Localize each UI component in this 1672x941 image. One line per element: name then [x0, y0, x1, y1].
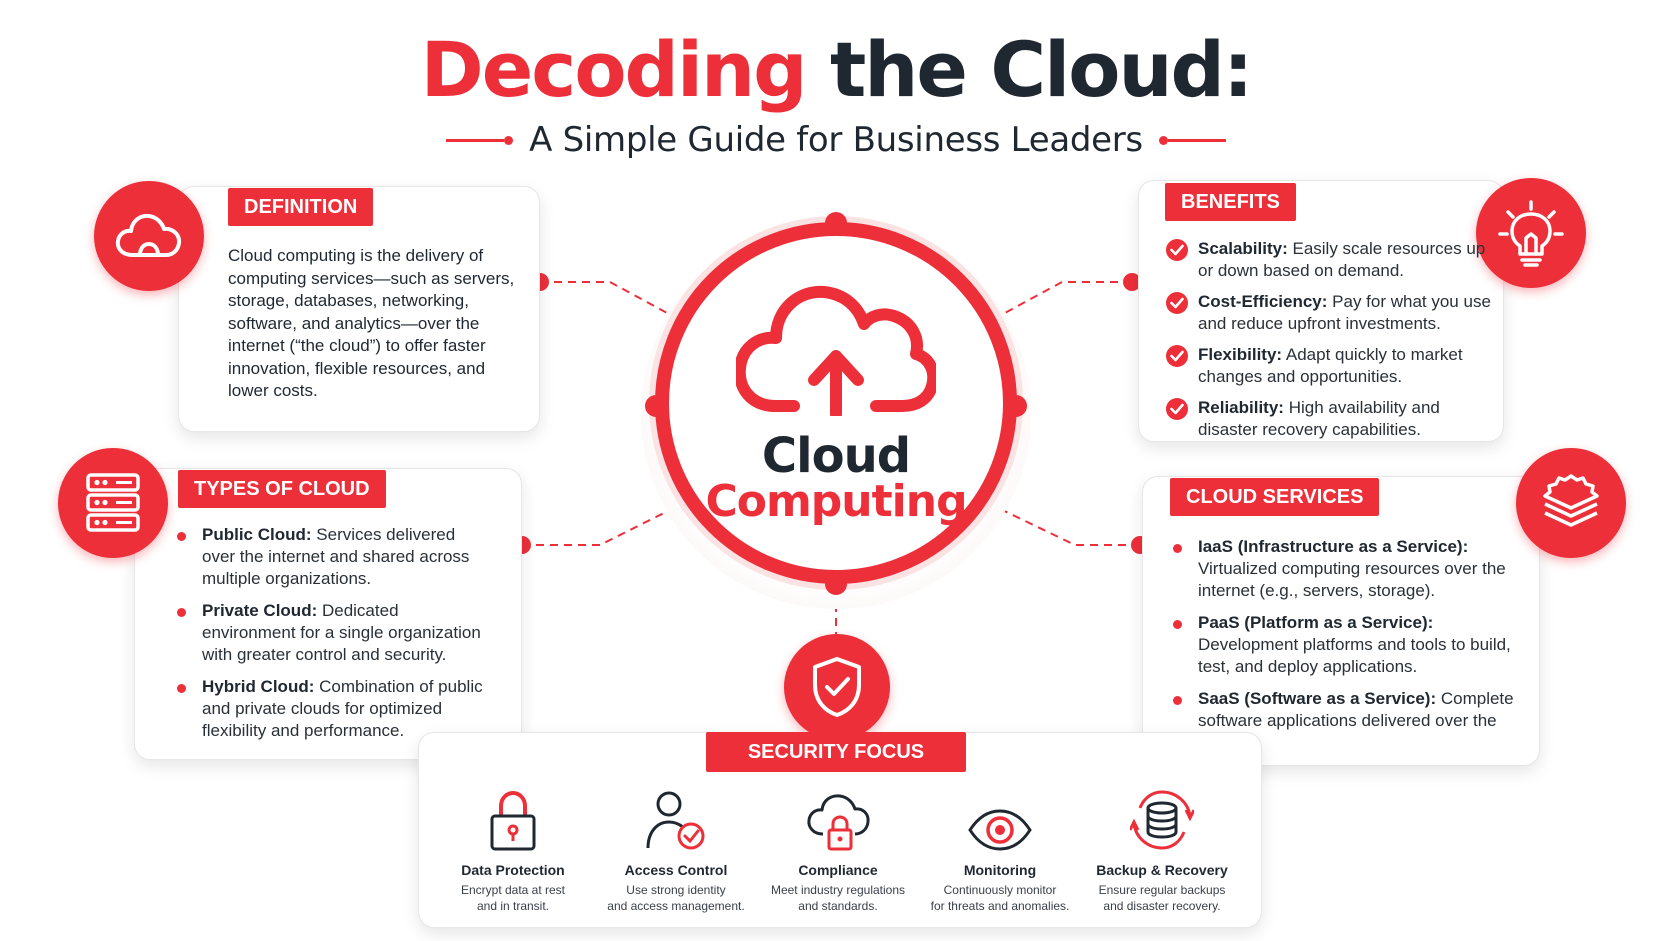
hub-title-line2: Computing	[705, 476, 967, 527]
benefit-term: Reliability:	[1198, 398, 1284, 417]
list-item: PaaS (Platform as a Service): Developmen…	[1170, 612, 1522, 678]
page-subtitle: A Simple Guide for Business Leaders	[529, 120, 1143, 160]
type-text: Services delivered over the internet and…	[202, 525, 470, 588]
subtitle-row: A Simple Guide for Business Leaders	[0, 115, 1672, 165]
check-icon	[1166, 398, 1188, 420]
check-icon	[1166, 345, 1188, 367]
definition-line: lower costs.	[228, 381, 318, 400]
security-tag: SECURITY FOCUS	[706, 732, 966, 772]
server-icon	[58, 448, 168, 558]
definition-tag: DEFINITION	[228, 188, 374, 226]
title-red-part: Decoding	[420, 25, 808, 114]
services-tag: CLOUD SERVICES	[1170, 478, 1380, 516]
benefits-list: Scalability: Easily scale resources up o…	[1166, 238, 1492, 450]
benefit-text: High availability and disaster recovery …	[1198, 398, 1440, 439]
list-item: Reliability: High availability and disas…	[1166, 397, 1492, 441]
benefit-term: Flexibility:	[1198, 345, 1283, 364]
service-text: Virtualized computing resources over the…	[1198, 559, 1506, 600]
user-check-icon	[596, 782, 756, 852]
type-text: Dedicated environment for a single organ…	[202, 601, 481, 664]
definition-line: software, and analytics—over the	[228, 313, 480, 333]
types-card	[134, 468, 522, 760]
layers-gear-icon	[1516, 448, 1626, 558]
benefit-text: Adapt quickly to market changes and oppo…	[1198, 345, 1463, 386]
security-item-title: Compliance	[798, 862, 878, 878]
service-term: PaaS (Platform as a Service):	[1198, 613, 1434, 632]
types-list: Public Cloud: Services delivered over th…	[174, 524, 492, 752]
subtitle-right-rule	[1158, 135, 1226, 145]
list-item: IaaS (Infrastructure as a Service): Virt…	[1170, 536, 1522, 602]
database-sync-icon	[1082, 782, 1242, 852]
definition-line: innovation, flexible resources, and	[228, 358, 486, 378]
list-item: Public Cloud: Services delivered over th…	[174, 524, 492, 590]
security-item-title: Data Protection	[461, 862, 565, 878]
list-item: Hybrid Cloud: Combination of public and …	[174, 676, 492, 742]
hub-knob-bottom	[825, 573, 847, 595]
service-term: SaaS (Software as a Service):	[1198, 689, 1437, 708]
definition-line: Cloud computing is the delivery of	[228, 246, 484, 265]
list-item: Cost-Efficiency: Pay for what you use an…	[1166, 291, 1492, 335]
type-text: Combination of public and private clouds…	[202, 677, 483, 740]
connector-services	[991, 504, 1140, 546]
connector-types	[522, 504, 681, 546]
list-item: Scalability: Easily scale resources up o…	[1166, 238, 1492, 282]
benefits-tag: BENEFITS	[1165, 183, 1296, 221]
security-item-title: Monitoring	[963, 862, 1037, 878]
check-icon	[1166, 292, 1188, 314]
cloud-icon	[94, 181, 204, 291]
cloud-upload-icon	[736, 285, 936, 416]
benefit-term: Scalability:	[1198, 239, 1288, 258]
type-term: Hybrid Cloud:	[202, 677, 315, 696]
definition-line: internet (“the cloud”) to offer faster	[228, 336, 486, 355]
hub-knob-right	[1005, 395, 1027, 417]
service-term: IaaS (Infrastructure as a Service):	[1198, 537, 1469, 556]
services-list: IaaS (Infrastructure as a Service): Virt…	[1170, 536, 1522, 764]
hub-knob-left	[645, 395, 667, 417]
definition-card	[178, 186, 540, 432]
connector-benefits	[991, 281, 1132, 321]
list-item: Flexibility: Adapt quickly to market cha…	[1166, 344, 1492, 388]
definition-line: storage, databases, networking,	[228, 291, 469, 310]
connector-definition	[540, 281, 681, 321]
benefits-card	[1138, 180, 1504, 442]
type-term: Private Cloud:	[202, 601, 318, 620]
security-item: Backup & Recovery Ensure regular backups…	[1082, 782, 1242, 914]
lightbulb-icon	[1476, 178, 1586, 288]
hub-title-line1: Cloud	[761, 428, 911, 484]
security-item-title: Backup & Recovery	[1096, 862, 1228, 878]
types-tag: TYPES OF CLOUD	[178, 470, 386, 508]
connector-dot-benefits	[1123, 273, 1141, 291]
subtitle-left-rule	[446, 135, 514, 145]
list-item: Private Cloud: Dedicated environment for…	[174, 600, 492, 666]
definition-line: computing services—such as servers,	[228, 268, 515, 288]
page-title: Decoding the Cloud:	[0, 22, 1672, 118]
eye-icon	[920, 782, 1080, 852]
benefit-text: Easily scale resources up or down based …	[1198, 239, 1486, 280]
definition-text: Cloud computing is the delivery of compu…	[228, 245, 528, 403]
security-item-title: Access Control	[624, 862, 728, 878]
shield-check-icon	[784, 634, 890, 740]
benefit-term: Cost-Efficiency:	[1198, 292, 1328, 311]
benefit-text: Pay for what you use and reduce upfront …	[1198, 292, 1491, 333]
check-icon	[1166, 239, 1188, 261]
hub-knob-top	[825, 212, 847, 234]
padlock-icon	[433, 782, 593, 852]
service-text: Development platforms and tools to build…	[1198, 635, 1511, 676]
type-term: Public Cloud:	[202, 525, 312, 544]
cloud-lock-icon	[758, 782, 918, 852]
title-dark-part: the Cloud:	[829, 25, 1253, 114]
services-card	[1142, 476, 1540, 766]
